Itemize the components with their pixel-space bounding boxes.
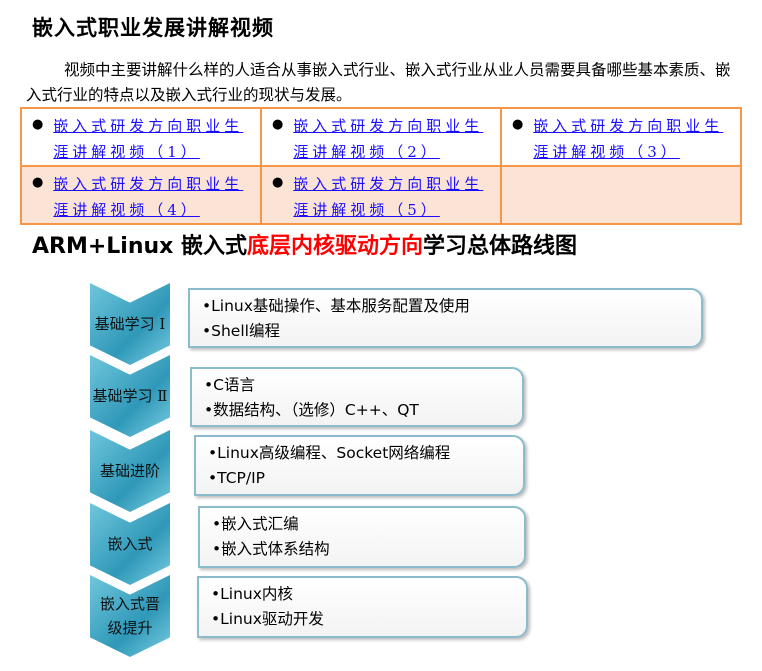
video-links-table: ●嵌入式研发方向职业生涯讲解视频（1） ●嵌入式研发方向职业生涯讲解视频（2） …: [20, 107, 742, 225]
stage-box-4: •嵌入式汇编 •嵌入式体系结构: [198, 506, 526, 568]
roadmap-title-highlight: 底层内核驱动方向: [247, 234, 424, 259]
stage-item: •Shell编程: [202, 322, 280, 340]
bullet-icon: ●: [512, 117, 524, 132]
roadmap-title-suffix: 学习总体路线图: [423, 234, 578, 259]
stage-chevron-5: 嵌入式晋级提升: [90, 575, 170, 657]
video-link-4[interactable]: 嵌入式研发方向职业生涯讲解视频（4）: [53, 175, 244, 219]
intro-paragraph: 视频中主要讲解什么样的人适合从事嵌入式行业、嵌入式行业从业人员需要具备哪些基本素…: [26, 61, 731, 104]
empty-cell: [500, 165, 742, 225]
video-link-5[interactable]: 嵌入式研发方向职业生涯讲解视频（5）: [293, 175, 484, 219]
video-link-3[interactable]: 嵌入式研发方向职业生涯讲解视频（3）: [533, 117, 724, 161]
bullet-icon: ●: [272, 175, 284, 190]
stage-chevron-4: 嵌入式: [90, 503, 170, 585]
stage-item: •TCP/IP: [208, 469, 266, 487]
stage-item: •C语言: [204, 376, 255, 394]
stage-item: •Linux高级编程、Socket网络编程: [208, 444, 451, 462]
stage-item: •嵌入式汇编: [212, 515, 299, 533]
stage-item: •Linux基础操作、基本服务配置及使用: [202, 297, 470, 315]
stage-chevron-3: 基础进阶: [90, 430, 170, 512]
stage-item: •Linux内核: [211, 585, 293, 603]
page-title: 嵌入式职业发展讲解视频: [32, 16, 274, 40]
stage-chevron-2: 基础学习 Ⅱ: [90, 355, 170, 437]
video-link-2[interactable]: 嵌入式研发方向职业生涯讲解视频（2）: [293, 117, 484, 161]
roadmap-title-prefix: ARM+Linux 嵌入式: [32, 234, 248, 259]
bullet-icon: ●: [272, 117, 284, 132]
bullet-icon: ●: [32, 175, 44, 190]
roadmap-title: ARM+Linux 嵌入式底层内核驱动方向学习总体路线图: [32, 228, 577, 260]
stage-box-2: •C语言 •数据结构、（选修）C++、QT: [190, 367, 524, 427]
stage-box-5: •Linux内核 •Linux驱动开发: [197, 576, 528, 638]
bullet-icon: ●: [32, 117, 44, 132]
stage-item: •数据结构、（选修）C++、QT: [204, 401, 419, 419]
stage-box-1: •Linux基础操作、基本服务配置及使用 •Shell编程: [188, 288, 703, 348]
stage-chevron-1: 基础学习 Ⅰ: [90, 283, 170, 365]
stage-item: •Linux驱动开发: [211, 610, 324, 628]
stage-item: •嵌入式体系结构: [212, 540, 330, 558]
video-link-1[interactable]: 嵌入式研发方向职业生涯讲解视频（1）: [53, 117, 244, 161]
stage-box-3: •Linux高级编程、Socket网络编程 •TCP/IP: [194, 435, 525, 496]
